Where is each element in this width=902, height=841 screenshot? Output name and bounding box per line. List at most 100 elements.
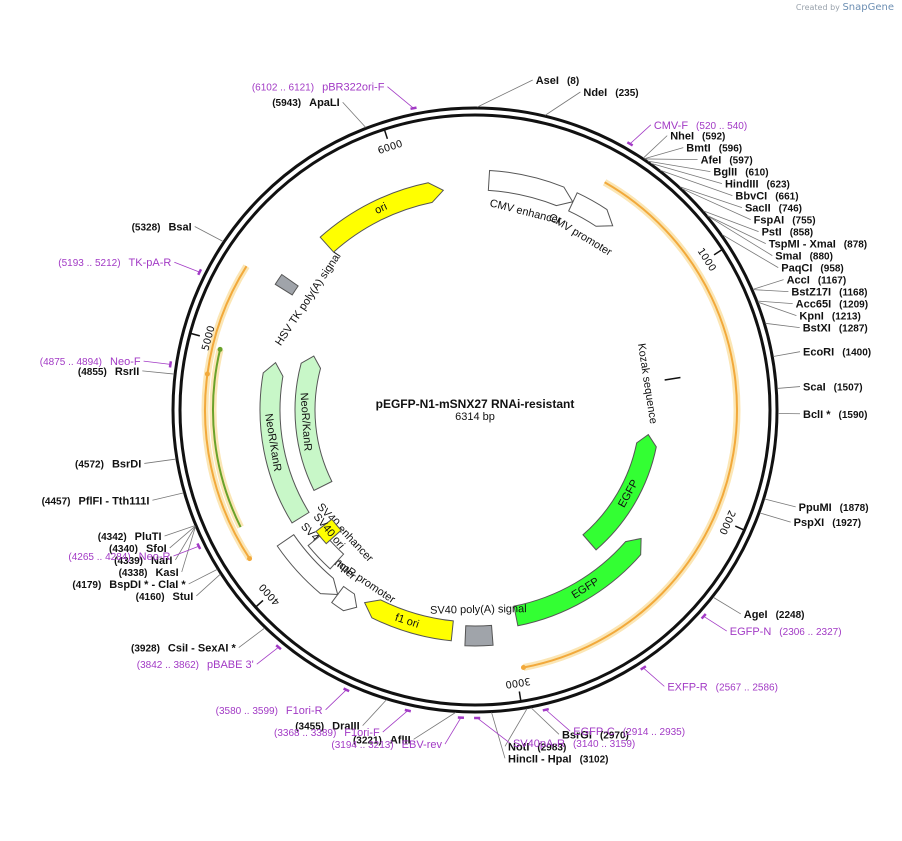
feature-label: SV40 poly(A) signal: [430, 603, 527, 617]
svg-text:HincII - HpaI(3102): HincII - HpaI(3102): [508, 753, 608, 765]
svg-text:PspXI(1927): PspXI(1927): [794, 517, 861, 529]
primer-pbabe-3: (3842 .. 3862)pBABE 3': [137, 644, 282, 671]
svg-text:(5943)ApaLI: (5943)ApaLI: [272, 97, 339, 109]
site-aflii: (3221)AflII: [353, 712, 456, 746]
svg-text:NheI(592): NheI(592): [670, 131, 725, 143]
svg-text:SmaI(880): SmaI(880): [775, 251, 833, 263]
primer-binding-mark: [542, 707, 550, 712]
svg-text:(3455)DraIII: (3455)DraIII: [295, 721, 359, 733]
site-apali: (5943)ApaLI: [272, 97, 366, 128]
site-paqci: PaqCI(958): [721, 234, 844, 275]
site-stui: (4160)StuI: [136, 573, 221, 603]
orf-arc: [523, 181, 738, 669]
orf-layer: [201, 179, 741, 671]
site-noti: NotI(2983): [504, 708, 566, 753]
svg-text:SacII(746): SacII(746): [745, 203, 802, 215]
svg-text:(3368 .. 3389)F1ori-F: (3368 .. 3389)F1ori-F: [274, 727, 380, 739]
site-bsrgi: BsrGI(2970): [530, 707, 629, 741]
site-sfoi: (4340)SfoI: [109, 525, 196, 555]
svg-text:AccI(1167): AccI(1167): [787, 275, 847, 287]
feature-egfp: EGFP: [582, 433, 657, 551]
site-draiii: (3455)DraIII: [295, 699, 387, 733]
svg-text:CMV-F(520 .. 540): CMV-F(520 .. 540): [654, 120, 747, 132]
svg-text:NotI(2983): NotI(2983): [508, 741, 566, 753]
svg-text:BclI *(1590): BclI *(1590): [803, 409, 867, 421]
feature-ori: ori: [319, 182, 445, 253]
svg-text:(6102 .. 6121)pBR322ori-F: (6102 .. 6121)pBR322ori-F: [252, 82, 385, 94]
site-nhei: NheI(592): [643, 131, 725, 159]
orf-arrowhead: [217, 346, 223, 352]
feature-sv40-poly-a-signal: SV40 poly(A) signal: [430, 603, 527, 647]
svg-text:(4340)SfoI: (4340)SfoI: [109, 543, 167, 555]
scale-tick-6000: [383, 129, 389, 140]
site-sacii: SacII(746): [679, 186, 802, 215]
site-ecori: EcoRI(1400): [773, 347, 871, 359]
svg-text:BstZ17I(1168): BstZ17I(1168): [791, 287, 867, 299]
svg-text:Acc65I(1209): Acc65I(1209): [796, 299, 868, 311]
primer-neo-r: (4265 .. 4284)Neo-R: [68, 542, 202, 563]
svg-text:HindIII(623): HindIII(623): [725, 179, 790, 191]
feature-hsv-tk-poly-a-signal: HSV TK poly(A) signal: [273, 250, 343, 348]
primer-binding-mark: [404, 708, 412, 713]
svg-text:(3928)CsiI - SexAI *: (3928)CsiI - SexAI *: [131, 643, 236, 655]
site-bstz17i: BstZ17I(1168): [753, 287, 867, 299]
site-kpni: KpnI(1213): [758, 301, 861, 323]
site-fspai: FspAI(755): [681, 188, 816, 227]
site-tspmi-xmai: TspMI - XmaI(878): [707, 215, 867, 251]
feature-label: Kozak sequence: [635, 342, 659, 424]
site-acc65i: Acc65I(1209): [757, 299, 868, 311]
orf-arrowhead: [247, 556, 253, 562]
primer-exfp-r: EXFP-R(2567 .. 2586): [640, 665, 778, 693]
svg-text:ScaI(1507): ScaI(1507): [803, 382, 863, 394]
site-pluti: (4342)PluTI: [98, 525, 196, 543]
plasmid-size: 6314 bp: [455, 411, 495, 423]
scale-label: 4000: [257, 581, 282, 607]
svg-text:(5328)BsaI: (5328)BsaI: [132, 222, 192, 234]
scale-tick-5000: [189, 332, 201, 337]
primer-layer: CMV-F(520 .. 540)EGFP-N(2306 .. 2327)EXF…: [40, 82, 842, 751]
primer-binding-mark: [196, 542, 202, 550]
feature-kozak-sequence: Kozak sequence: [635, 342, 681, 425]
site-psti: PstI(858): [703, 210, 814, 239]
feature-neor-kanr: NeoR/KanR: [294, 355, 333, 492]
site-layer: AseI(8)NdeI(235)NheI(592)BmtI(596)AfeI(5…: [42, 75, 872, 765]
primer-f1ori-r: (3580 .. 3599)F1ori-R: [216, 687, 350, 717]
feature-label: ori: [373, 201, 389, 217]
primer-cmv-f: CMV-F(520 .. 540): [626, 120, 747, 147]
snapgene-credit: Created by SnapGene: [796, 2, 894, 13]
snapgene-logo: SnapGene: [842, 2, 894, 13]
site-bbvci: BbvCI(661): [660, 169, 799, 203]
svg-text:BstXI(1287): BstXI(1287): [803, 323, 868, 335]
feature-egfp: EGFP: [513, 537, 642, 627]
svg-text:EcoRI(1400): EcoRI(1400): [803, 347, 871, 359]
svg-text:(4457)PflFI - Tth111I: (4457)PflFI - Tth111I: [42, 495, 150, 507]
site-ppumi: PpuMI(1878): [764, 498, 869, 514]
site-bmti: BmtI(596): [644, 143, 742, 160]
primer-binding-mark: [410, 106, 417, 111]
svg-text:(3194 .. 3213)EBV-rev: (3194 .. 3213)EBV-rev: [331, 739, 442, 751]
primer-binding-mark: [640, 665, 647, 671]
scale-label: 6000: [377, 139, 405, 157]
primer-ebv-rev: (3194 .. 3213)EBV-rev: [331, 716, 465, 751]
site-bsai: (5328)BsaI: [132, 222, 224, 242]
site-rsrii: (4855)RsrII: [78, 366, 175, 378]
svg-text:KpnI(1213): KpnI(1213): [799, 311, 860, 323]
svg-text:(3580 .. 3599)F1ori-R: (3580 .. 3599)F1ori-R: [216, 705, 323, 717]
backbone-inner-strand: [178, 113, 772, 707]
svg-text:NdeI(235): NdeI(235): [583, 87, 638, 99]
svg-text:PstI(858): PstI(858): [762, 227, 814, 239]
site-bspdi-clai: (4179)BspDI * - ClaI *: [72, 568, 218, 591]
svg-text:BmtI(596): BmtI(596): [686, 143, 742, 155]
site-bstxi: BstXI(1287): [765, 323, 868, 335]
svg-text:PaqCI(958): PaqCI(958): [781, 263, 844, 275]
site-scai: ScaI(1507): [777, 382, 863, 394]
svg-text:(4160)StuI: (4160)StuI: [136, 591, 194, 603]
feature-label: HSV TK poly(A) signal: [273, 250, 343, 348]
primer-pbr322ori-f: (6102 .. 6121)pBR322ori-F: [252, 82, 417, 111]
svg-text:TspMI - XmaI(878): TspMI - XmaI(878): [769, 239, 867, 251]
scale-label: 3000: [504, 675, 531, 690]
svg-text:PpuMI(1878): PpuMI(1878): [799, 502, 869, 514]
primer-neo-f: (4875 .. 4894)Neo-F: [40, 356, 173, 368]
svg-text:(4572)BsrDI: (4572)BsrDI: [75, 458, 141, 470]
